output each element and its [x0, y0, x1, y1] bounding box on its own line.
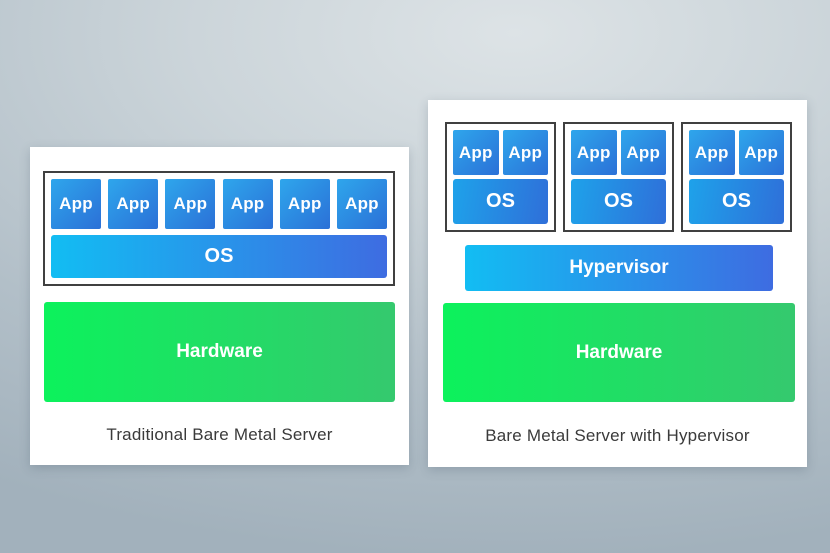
app-row: App App App App App App: [51, 179, 387, 229]
app-block: App: [738, 130, 784, 175]
app-block: App: [51, 179, 101, 229]
app-block: App: [108, 179, 159, 229]
os-block: OS: [453, 179, 548, 224]
os-block: OS: [571, 179, 666, 224]
app-block: App: [165, 179, 216, 229]
app-block: App: [222, 179, 273, 229]
app-block: App: [620, 130, 666, 175]
app-block: App: [279, 179, 330, 229]
app-block: App: [336, 179, 387, 229]
app-row: App App: [453, 130, 548, 175]
vm-row: App App OS App App OS App App OS: [445, 122, 792, 232]
app-block: App: [689, 130, 735, 175]
vm-box: App App OS: [445, 122, 556, 232]
vm-box: App App OS: [681, 122, 792, 232]
app-block: App: [502, 130, 548, 175]
os-block: OS: [689, 179, 784, 224]
hypervisor-block: Hypervisor: [465, 245, 773, 291]
traditional-server-panel: App App App App App App OS Hardware Trad…: [30, 147, 409, 465]
vm-box: App App OS: [563, 122, 674, 232]
app-row: App App: [689, 130, 784, 175]
hypervisor-server-panel: App App OS App App OS App App OS H: [428, 100, 807, 467]
app-row: App App: [571, 130, 666, 175]
panel-caption: Bare Metal Server with Hypervisor: [485, 426, 750, 445]
hardware-block: Hardware: [443, 303, 795, 402]
app-block: App: [453, 130, 499, 175]
apps-os-group-box: App App App App App App OS: [43, 171, 395, 286]
panel-caption: Traditional Bare Metal Server: [106, 425, 333, 444]
os-block: OS: [51, 235, 387, 278]
hardware-block: Hardware: [44, 302, 395, 402]
app-block: App: [571, 130, 617, 175]
